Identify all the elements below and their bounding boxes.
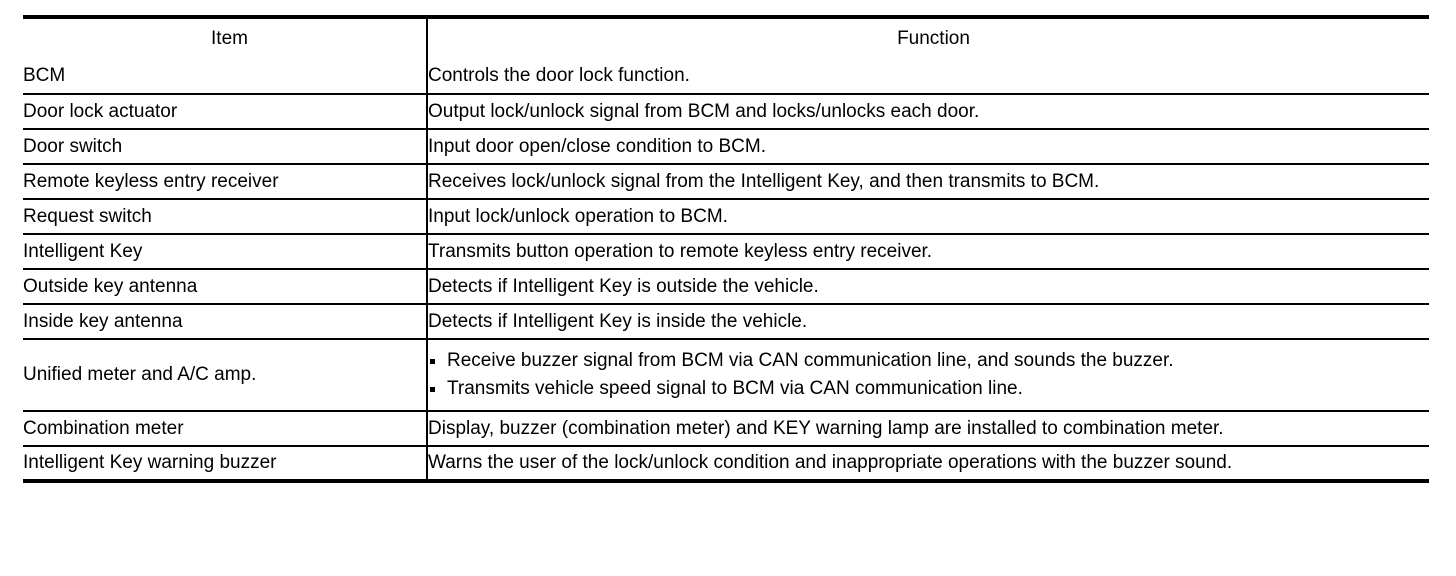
cell-item: Remote keyless entry receiver xyxy=(23,164,428,200)
cell-function: Receive buzzer signal from BCM via CAN c… xyxy=(427,339,1429,413)
table-header-row: Item Function xyxy=(23,17,1429,59)
cell-function: Warns the user of the lock/unlock condit… xyxy=(427,446,1429,482)
cell-item: Door switch xyxy=(23,129,428,165)
cell-function: Input door open/close condition to BCM. xyxy=(427,129,1429,165)
cell-function: Input lock/unlock operation to BCM. xyxy=(427,199,1429,235)
cell-function: Receives lock/unlock signal from the Int… xyxy=(427,164,1429,200)
cell-item: Door lock actuator xyxy=(23,94,428,130)
column-header-item: Item xyxy=(23,17,428,59)
cell-item: BCM xyxy=(23,59,428,95)
function-bullet-item: Receive buzzer signal from BCM via CAN c… xyxy=(428,349,1429,374)
cell-item: Inside key antenna xyxy=(23,304,428,340)
function-bullet-item: Transmits vehicle speed signal to BCM vi… xyxy=(428,377,1429,402)
cell-item: Unified meter and A/C amp. xyxy=(23,339,428,413)
cell-item: Intelligent Key warning buzzer xyxy=(23,446,428,482)
column-header-function: Function xyxy=(427,17,1429,59)
table-row: Unified meter and A/C amp.Receive buzzer… xyxy=(23,339,1429,413)
cell-function: Detects if Intelligent Key is outside th… xyxy=(427,269,1429,305)
cell-item: Combination meter xyxy=(23,411,428,448)
cell-function: Display, buzzer (combination meter) and … xyxy=(427,411,1429,448)
function-bullet-list: Receive buzzer signal from BCM via CAN c… xyxy=(428,349,1429,401)
table-header: Item Function xyxy=(23,17,1429,59)
cell-function: Controls the door lock function. xyxy=(427,59,1429,95)
cell-function: Transmits button operation to remote key… xyxy=(427,234,1429,270)
cell-function: Output lock/unlock signal from BCM and l… xyxy=(427,94,1429,130)
cell-item: Intelligent Key xyxy=(23,234,428,270)
cell-item: Request switch xyxy=(23,199,428,235)
cell-item: Outside key antenna xyxy=(23,269,428,305)
cell-function: Detects if Intelligent Key is inside the… xyxy=(427,304,1429,340)
